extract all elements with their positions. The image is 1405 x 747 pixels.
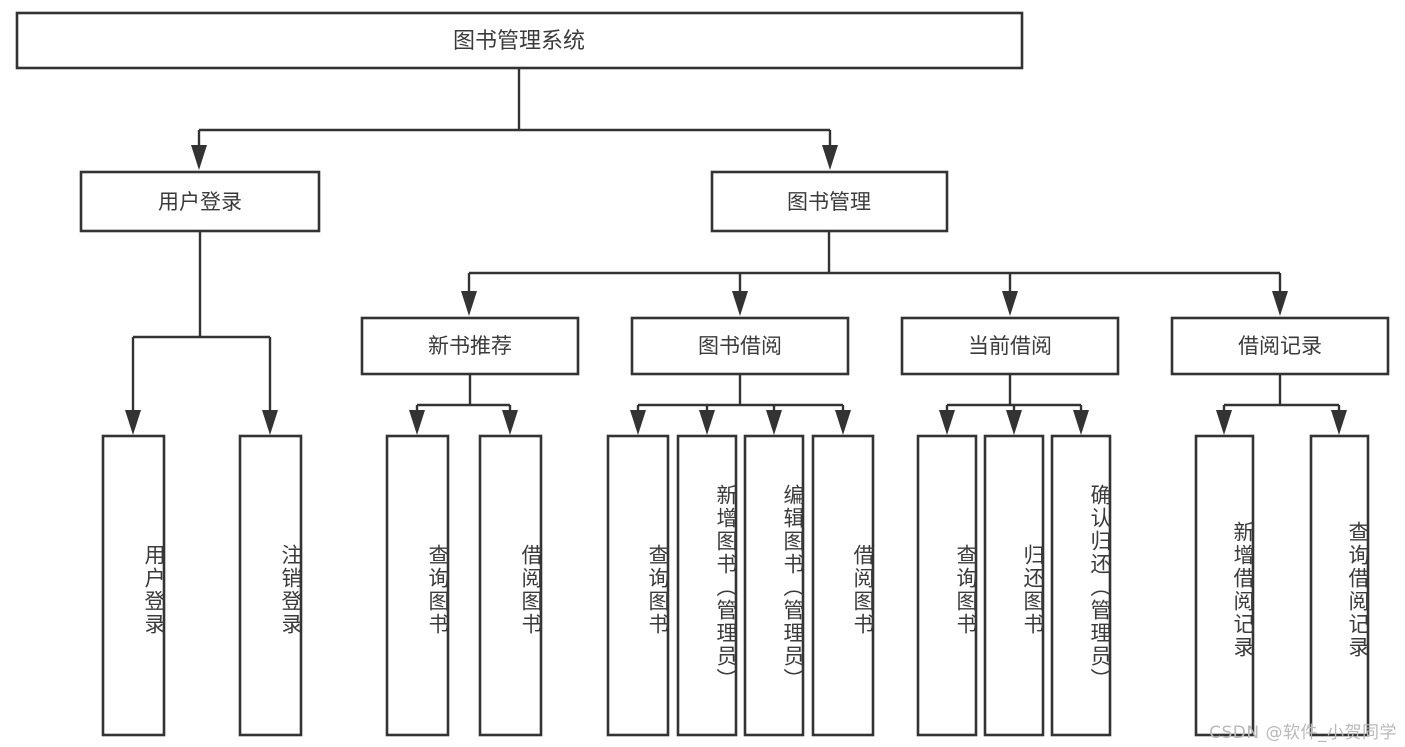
node-root-system[interactable]: 图书管理系统 [15, 11, 1024, 70]
node-label-borrow-records: 借阅记录 [1238, 334, 1322, 358]
node-box-leaf-user-login[interactable] [101, 434, 166, 737]
node-box-leaf-query-book-2[interactable] [606, 434, 670, 737]
node-book-management[interactable]: 图书管理 [710, 170, 949, 233]
node-box-leaf-query-book-1[interactable] [385, 434, 450, 737]
arrow-head-current [1002, 291, 1018, 316]
node-label-book-management: 图书管理 [787, 190, 871, 214]
node-box-leaf-query-record[interactable] [1309, 434, 1370, 737]
arrow-head-leaf-3 [409, 410, 425, 435]
arrow-head-borrow [732, 291, 748, 316]
node-label-root: 图书管理系统 [453, 29, 585, 54]
arrow-head-leaf-6 [699, 410, 715, 435]
arrow-head-leaf-4 [502, 410, 518, 435]
connector-current-borrow-to-leaves [939, 374, 1089, 435]
node-box-leaf-borrow-book-2[interactable] [811, 434, 875, 737]
arrow-head-user-login [191, 145, 207, 170]
arrow-head-records [1272, 291, 1288, 316]
node-box-current-borrow[interactable] [900, 316, 1120, 376]
node-box-leaf-add-book[interactable] [676, 434, 738, 737]
connector-root-to-level1 [191, 68, 838, 170]
node-box-leaf-return-book[interactable] [983, 434, 1045, 737]
arrow-head-new-books [461, 291, 477, 316]
arrow-head-leaf-13 [1331, 410, 1347, 435]
arrow-head-leaf-7 [766, 410, 782, 435]
node-book-borrow[interactable]: 图书借阅 [630, 316, 850, 376]
node-box-new-book-recommend[interactable] [360, 316, 580, 376]
node-box-leaf-query-book-3[interactable] [916, 434, 978, 737]
node-new-book-recommend[interactable]: 新书推荐 [360, 316, 580, 376]
node-label-user-login: 用户登录 [158, 190, 242, 214]
node-box-leaf-logout[interactable] [238, 434, 303, 737]
node-box-leaf-add-record[interactable] [1194, 434, 1255, 737]
watermark-text: CSDN @软件_小贺同学 [1209, 723, 1397, 743]
arrow-head-leaf-10 [1006, 410, 1022, 435]
node-user-login[interactable]: 用户登录 [79, 170, 321, 233]
connector-new-book-to-leaves [409, 374, 518, 435]
node-label-book-borrow: 图书借阅 [698, 334, 782, 358]
arrow-head-leaf-2 [262, 410, 278, 435]
node-label-new-book-recommend: 新书推荐 [428, 334, 512, 358]
node-box-user-login[interactable] [79, 170, 321, 233]
arrow-head-book-mgmt [822, 145, 838, 170]
arrow-head-leaf-8 [835, 410, 851, 435]
connector-borrow-records-to-leaves [1216, 374, 1347, 435]
node-box-leaf-confirm-return[interactable] [1050, 434, 1112, 737]
arrow-head-leaf-11 [1073, 410, 1089, 435]
arrow-head-leaf-12 [1216, 410, 1232, 435]
connector-book-management-to-level2 [461, 231, 1288, 316]
arrow-head-leaf-9 [939, 410, 955, 435]
node-current-borrow[interactable]: 当前借阅 [900, 316, 1120, 376]
node-borrow-records[interactable]: 借阅记录 [1170, 316, 1390, 376]
node-box-leaf-edit-book[interactable] [743, 434, 805, 737]
arrow-head-leaf-1 [125, 410, 141, 435]
node-box-root[interactable] [15, 11, 1024, 70]
connector-user-login-to-leaves [125, 231, 278, 435]
node-label-current-borrow: 当前借阅 [968, 334, 1052, 358]
connector-book-borrow-to-leaves [630, 374, 851, 435]
arrow-head-leaf-5 [630, 410, 646, 435]
node-box-leaf-borrow-book-1[interactable] [478, 434, 543, 737]
